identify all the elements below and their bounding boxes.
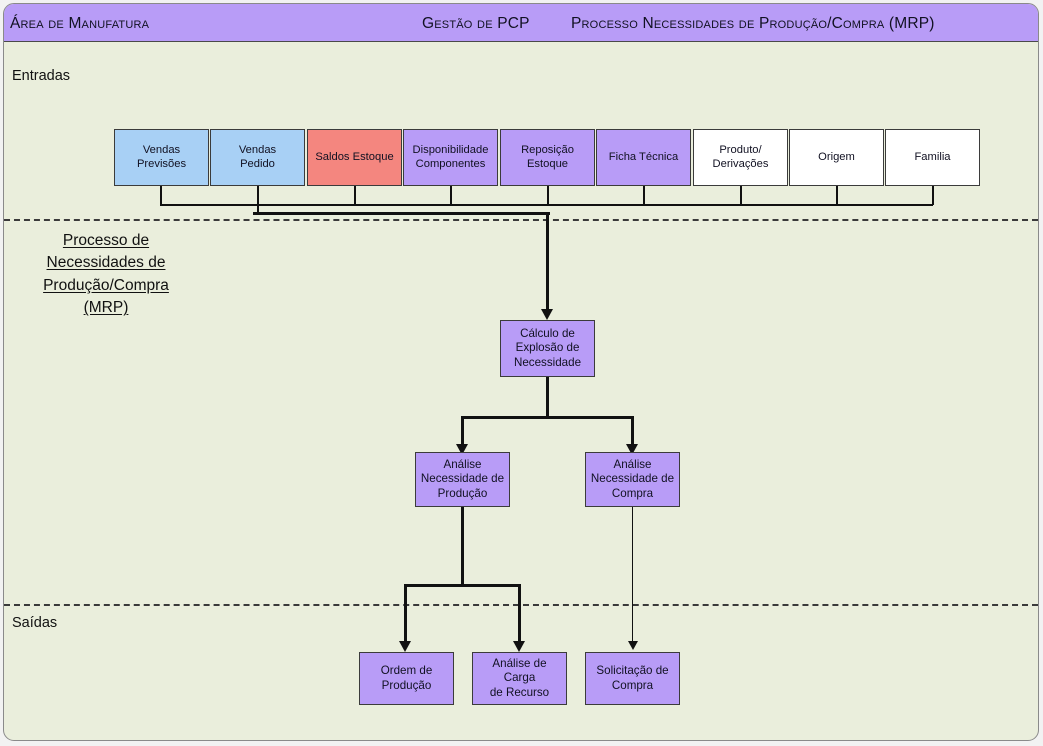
arrowhead-to-analise-producao xyxy=(456,444,468,455)
connector-to-ordem-producao xyxy=(404,583,408,646)
lane-label-process-l4: (MRP) xyxy=(83,299,129,317)
input-label: Pedido xyxy=(240,157,275,170)
input-box-saldos-estoque[interactable]: Saldos Estoque xyxy=(307,129,402,186)
input-label: Reposição xyxy=(521,143,574,156)
input-label: Componentes xyxy=(415,157,486,170)
stub-disponibilidade xyxy=(450,185,452,205)
process-label: Análise xyxy=(443,458,482,472)
connector-to-analise-carga xyxy=(517,583,521,646)
arrowhead-to-ordem-producao xyxy=(399,641,412,652)
input-label: Disponibilidade xyxy=(412,143,489,156)
title-bar: Área de Manufatura Gestão de PCP Process… xyxy=(4,4,1038,42)
connector-to-analise-compra xyxy=(630,415,634,449)
input-label: Derivações xyxy=(712,157,769,170)
input-label: Saldos Estoque xyxy=(315,150,394,163)
input-box-origem[interactable]: Origem xyxy=(789,129,884,186)
input-label: Familia xyxy=(914,150,951,163)
stub-reposicao xyxy=(547,185,549,205)
input-label: Produto/ xyxy=(719,143,762,156)
connector-to-solicitacao-compra xyxy=(631,507,634,645)
stub-saldos-estoque xyxy=(354,185,356,205)
output-box-ordem-producao[interactable]: Ordem de Produção xyxy=(359,652,454,705)
stub-ficha-tecnica xyxy=(643,185,645,205)
input-label: Estoque xyxy=(526,157,569,170)
output-label: de Recurso xyxy=(489,685,550,699)
area-title: Área de Manufatura xyxy=(10,15,150,32)
process-label: Análise xyxy=(613,458,652,472)
input-label: Vendas xyxy=(238,143,277,156)
process-label: Necessidade de xyxy=(590,472,675,486)
lane-divider-process-outputs xyxy=(4,604,1038,606)
lane-divider-inputs-process xyxy=(4,219,1038,221)
output-box-analise-carga-recurso[interactable]: Análise de Carga de Recurso xyxy=(472,652,567,705)
stub-produto-derivacoes xyxy=(740,185,742,205)
process-label: Necessidade xyxy=(513,355,582,369)
input-label: Previsões xyxy=(136,157,187,170)
lane-label-process: Processo de Necessidades de Produção/Com… xyxy=(6,230,206,320)
process-label: Explosão de xyxy=(515,341,580,355)
arrowhead-to-calculo xyxy=(540,309,553,320)
arrowhead-to-analise-compra xyxy=(625,444,638,455)
output-label: Análise de Carga xyxy=(492,657,547,685)
input-collector-bus xyxy=(160,204,933,206)
process-label: Produção xyxy=(437,486,488,500)
connector-split-outputs xyxy=(404,583,521,587)
connector-analise-producao-down xyxy=(461,507,465,586)
input-label: Vendas xyxy=(142,143,181,156)
output-label: Compra xyxy=(611,678,654,692)
stub-vendas-pedido xyxy=(257,185,259,214)
connector-split-analises xyxy=(461,415,634,419)
process-label: Necessidade de xyxy=(420,472,505,486)
process-label: Cálculo de xyxy=(520,327,575,341)
input-label: Ficha Técnica xyxy=(608,150,679,163)
arrowhead-to-solicitacao-compra xyxy=(627,641,638,650)
lane-label-inputs: Entradas xyxy=(12,68,71,84)
lane-label-outputs: Saídas xyxy=(12,615,58,631)
input-box-ficha-tecnica[interactable]: Ficha Técnica xyxy=(596,129,691,186)
process-label: Compra xyxy=(611,486,654,500)
input-box-familia[interactable]: Familia xyxy=(885,129,980,186)
input-box-produto-derivacoes[interactable]: Produto/Derivações xyxy=(693,129,788,186)
output-label: Produção xyxy=(381,678,432,692)
lane-label-process-l2: Necessidades de xyxy=(46,254,166,272)
stub-familia xyxy=(932,185,934,205)
main-collector-bus xyxy=(253,212,550,216)
output-label: Ordem de xyxy=(380,664,433,678)
process-box-analise-necessidade-compra[interactable]: Análise Necessidade de Compra xyxy=(585,452,680,507)
stub-origem xyxy=(836,185,838,205)
connector-calculo-down xyxy=(545,377,549,419)
lane-label-process-l3: Produção/Compra xyxy=(43,276,169,294)
diagram-frame: Área de Manufatura Gestão de PCP Process… xyxy=(3,3,1039,741)
process-title: Processo Necessidades de Produção/Compra… xyxy=(571,15,935,32)
management-title: Gestão de PCP xyxy=(422,15,530,32)
connector-to-calculo xyxy=(545,212,549,313)
process-box-calculo-explosao[interactable]: Cálculo de Explosão de Necessidade xyxy=(500,320,595,377)
arrowhead-to-analise-carga xyxy=(512,641,525,652)
process-box-analise-necessidade-producao[interactable]: Análise Necessidade de Produção xyxy=(415,452,510,507)
output-box-solicitacao-compra[interactable]: Solicitação de Compra xyxy=(585,652,680,705)
input-label: Origem xyxy=(818,150,855,163)
output-label: Solicitação de xyxy=(596,664,669,678)
connector-to-analise-producao xyxy=(461,415,465,449)
stub-vendas-previsoes xyxy=(160,185,162,205)
lane-label-process-l1: Processo de xyxy=(62,232,150,249)
